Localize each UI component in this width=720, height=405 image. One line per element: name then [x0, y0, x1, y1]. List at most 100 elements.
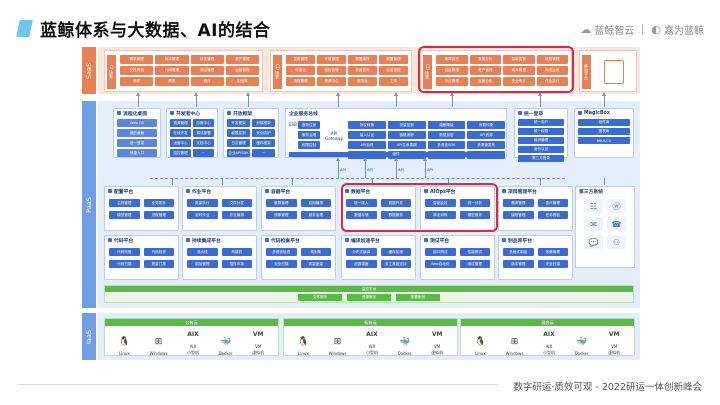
platform-chip: 缓存加速: [380, 248, 411, 256]
platform-icon: [265, 189, 269, 193]
box-icon: [117, 111, 121, 115]
cloud-title: 混合云: [461, 319, 634, 326]
gateway-chip: 接入认证: [348, 131, 386, 139]
saas-chip: 测评: [120, 77, 154, 86]
saas-chip: 故障自愈: [436, 55, 468, 64]
api-label: API: [340, 168, 346, 172]
os-sub: 虚拟机: [431, 350, 444, 355]
unified-login-box: 统一登录 统一用户统一权限组织管理身份认证第三方登录: [514, 108, 568, 162]
arrow-icon: [423, 157, 427, 161]
platform-items: 集群管理应用编排镜像管理服务治理: [262, 195, 335, 223]
paas-top-chip: 运营中心: [170, 139, 191, 147]
platform-chip: 制品管理: [187, 260, 218, 268]
platform-chip: 批量执行: [187, 199, 218, 207]
platform-box: 代码平台代码托管代码检查代码扫描质量门禁: [104, 235, 179, 280]
logo-left: 蓝鲸智云: [594, 26, 635, 37]
platform-chip: 集群管理: [266, 199, 297, 207]
os-name: Windows: [505, 351, 524, 356]
platform-items: 统一接入数据开发数据存储数据服务: [342, 195, 415, 223]
vm-icon: VM: [431, 331, 443, 338]
platform-chip: 依赖管理: [537, 248, 568, 256]
platform-title: 配置平台: [114, 189, 134, 195]
connector-line: [292, 178, 293, 185]
unify-chip: 统一用户: [518, 119, 564, 126]
platform-icon: [186, 189, 190, 193]
mobile-platform-label: 移动平台: [582, 55, 591, 89]
os-name: Windows: [328, 351, 347, 356]
platform-chip: 数据服务: [380, 211, 411, 219]
saas-group: CD 场景发布管理环境管理部署编排配置管理可视化监控告警灰度发布应用管理流程管理…: [270, 50, 412, 92]
saas-chip: 测试管理: [190, 66, 224, 75]
cloud-title: 私有云: [284, 319, 457, 326]
arrow-icon: [394, 157, 398, 161]
os-sub: 虚拟机: [252, 350, 265, 355]
paas-top-chip: 前端框架: [252, 119, 275, 127]
paas-top-items: 开发框架前端框架权限控制安全防护日志管理缓存框架企业APISDK···: [224, 117, 278, 159]
platform-icon: [108, 238, 112, 242]
logo-divider: [642, 24, 644, 35]
docker-icon: 🐳: [398, 337, 411, 347]
paas-top-items: 资源管理应用中心在线开发调试部署运营中心文档中心监控管理···: [167, 117, 217, 159]
paas-top-chip: 开发框架: [227, 119, 250, 127]
unify-chip: 统一权限: [518, 128, 564, 135]
platform-title: 代码检查平台: [271, 238, 300, 244]
saas-chip-grid: 发布管理环境管理部署编排配置管理可视化监控告警灰度发布应用管理流程管理资源中心服…: [286, 55, 408, 86]
paas-top-chip: 应用中心: [193, 119, 214, 127]
os-sub: 小型机: [543, 350, 556, 355]
os-name: Docker: [218, 351, 233, 356]
saas-chip: 配置管理: [379, 55, 408, 64]
box-icon: [227, 111, 231, 115]
paas-top-chip: 我的桌面: [117, 129, 157, 137]
os-name: VM: [434, 344, 441, 349]
saas-chip: 灰度发布: [348, 66, 377, 75]
platform-chip: 缺陷管理: [503, 211, 534, 219]
os-name: Docker: [397, 351, 412, 356]
unified-login-title: 统一登录: [524, 111, 544, 117]
platform-chip: 作业编排: [221, 211, 252, 219]
paas-top-chip: 调试部署: [193, 129, 214, 137]
os-item: 🐧Linux: [298, 336, 309, 356]
highlight-co-scene: [418, 46, 574, 93]
arrow-icon: [336, 157, 340, 161]
paas-top-box-title: 开放框架: [233, 111, 253, 117]
gateway-chip: 负载均衡: [467, 121, 505, 129]
saas-chip: 运营分析: [469, 77, 501, 86]
platform-title: 容器平台: [271, 189, 291, 195]
platform-chip: 质量度量: [300, 260, 331, 268]
os-item: 🐳Docker: [219, 336, 233, 356]
gateway-chip: 多渠道发布: [467, 141, 505, 149]
logo-right: 嘉为蓝鲸: [664, 26, 704, 37]
os-item: ⊞Windows: [150, 336, 168, 356]
saas-chip: 制品库: [225, 77, 259, 86]
platform-chip: 文件分发: [221, 199, 252, 207]
platform-chip: 主机管理: [109, 199, 140, 207]
gateway-chip: 数据加密: [427, 131, 466, 139]
connector-line: [338, 95, 339, 107]
esb-label: ESB: [289, 122, 297, 127]
third-party-title: 第三方系统: [579, 189, 603, 195]
monitor-title: 监控平台: [105, 286, 633, 292]
connector-line: [604, 178, 605, 185]
platform-box: 编译加速平台分布式编译缓存加速资源调度多工具链支持: [341, 235, 416, 280]
paas-top-chip: 资源管理: [170, 119, 191, 127]
platform-chip: Web自动化: [425, 260, 456, 268]
os-item: 🐧Linux: [475, 336, 486, 356]
connector-line: [138, 95, 139, 107]
platform-chip: 算法训练: [425, 211, 456, 219]
linux-icon: 🐧: [297, 337, 309, 347]
windows-icon: ⊞: [333, 337, 342, 347]
paas-top-chip: 监控管理: [170, 149, 191, 157]
os-sub: 小型机: [366, 350, 379, 355]
platform-chip: 分布式编译: [346, 248, 377, 256]
platform-icon: [424, 189, 428, 193]
saas-chip: 容量管理: [436, 66, 468, 75]
connector-line: [396, 160, 397, 178]
os-name: Docker: [574, 351, 589, 356]
saas-chip: 数据分析: [469, 55, 501, 64]
platform-chip: 定时作业: [187, 211, 218, 219]
